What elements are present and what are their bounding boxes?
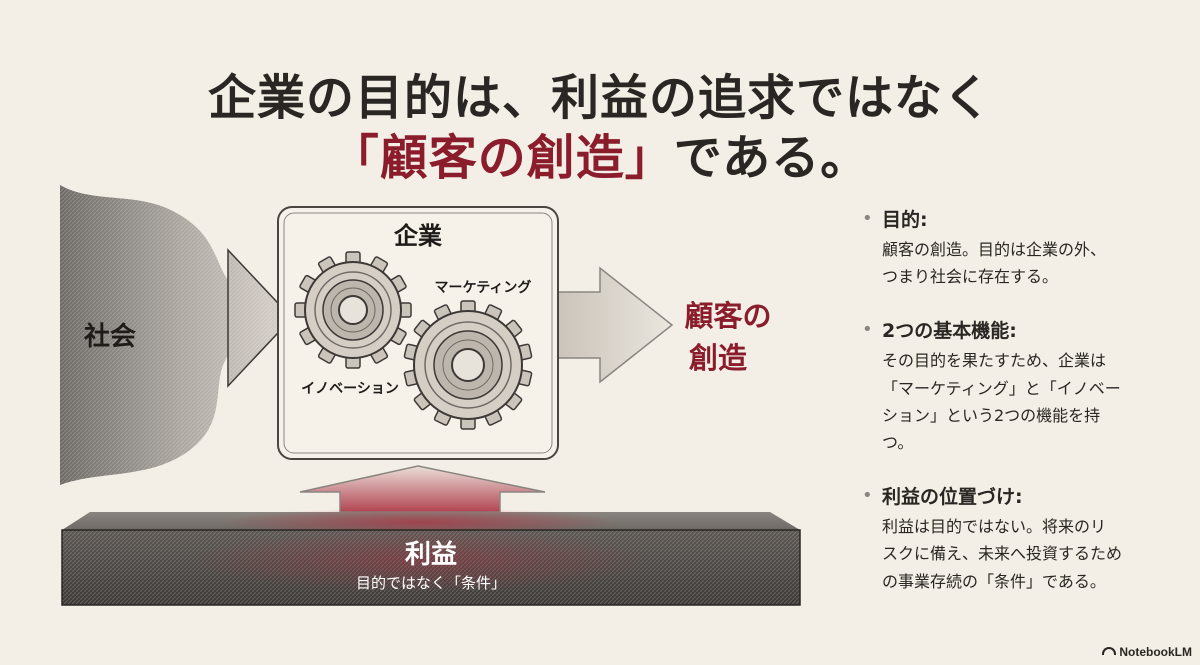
profit-foundation: [61, 508, 801, 606]
profit-sublabel: 目的ではなく「条件」: [356, 574, 506, 592]
society-label: 社会: [84, 321, 136, 352]
bullet-body: 利益は目的ではない。将来のリ スクに備え、未来へ投資するため の事業存続の「条件…: [882, 517, 1123, 591]
output-label-line1: 顧客の: [684, 299, 771, 333]
output-label-line2: 創造: [689, 341, 747, 375]
gear-innovation-icon: [403, 300, 533, 430]
brand-name: NotebookLM: [1119, 645, 1192, 659]
profit-label: 利益: [405, 540, 457, 570]
bullet-functions: • 2つの基本機能: その目的を果たすため、企業は 「マーケティング」と「イノベ…: [860, 316, 1180, 456]
key-points-list: • 目的: 顧客の創造。目的は企業の外、 つまり社会に存在する。 • 2つの基本…: [860, 205, 1180, 621]
bullet-purpose: • 目的: 顧客の創造。目的は企業の外、 つまり社会に存在する。: [860, 205, 1180, 290]
bullet-heading: 目的:: [882, 209, 928, 231]
brand-watermark: NotebookLM: [1102, 645, 1192, 659]
headline-accent: 「顧客の創造」: [330, 130, 674, 186]
gear-innovation-label: イノベーション: [301, 381, 399, 397]
company-label: 企業: [394, 222, 442, 250]
bullet-profit: • 利益の位置づけ: 利益は目的ではない。将来のリ スクに備え、未来へ投資するた…: [860, 482, 1180, 595]
bullet-body: 顧客の創造。目的は企業の外、 つまり社会に存在する。: [882, 240, 1107, 287]
customer-output-arrow: [554, 266, 674, 384]
gear-marketing-icon: [294, 251, 412, 369]
notebooklm-logo-icon: [1102, 647, 1117, 655]
bullet-heading: 利益の位置づけ:: [882, 486, 1023, 509]
profit-up-arrow: [299, 465, 546, 513]
headline-line1: 企業の目的は、利益の追求ではなく: [207, 70, 992, 126]
bullet-body: その目的を果たすため、企業は 「マーケティング」と「イノベー ション」という2つ…: [882, 351, 1121, 452]
bullet-dot-icon: •: [862, 485, 873, 507]
bullet-dot-icon: •: [862, 208, 873, 229]
headline-rest: である。: [673, 130, 870, 186]
gear-marketing-label: マーケティング: [435, 279, 532, 296]
bullet-heading: 2つの基本機能:: [882, 320, 1017, 343]
bullet-dot-icon: •: [862, 319, 873, 341]
headline-line2: 「顧客の創造」である。: [0, 118, 1200, 188]
